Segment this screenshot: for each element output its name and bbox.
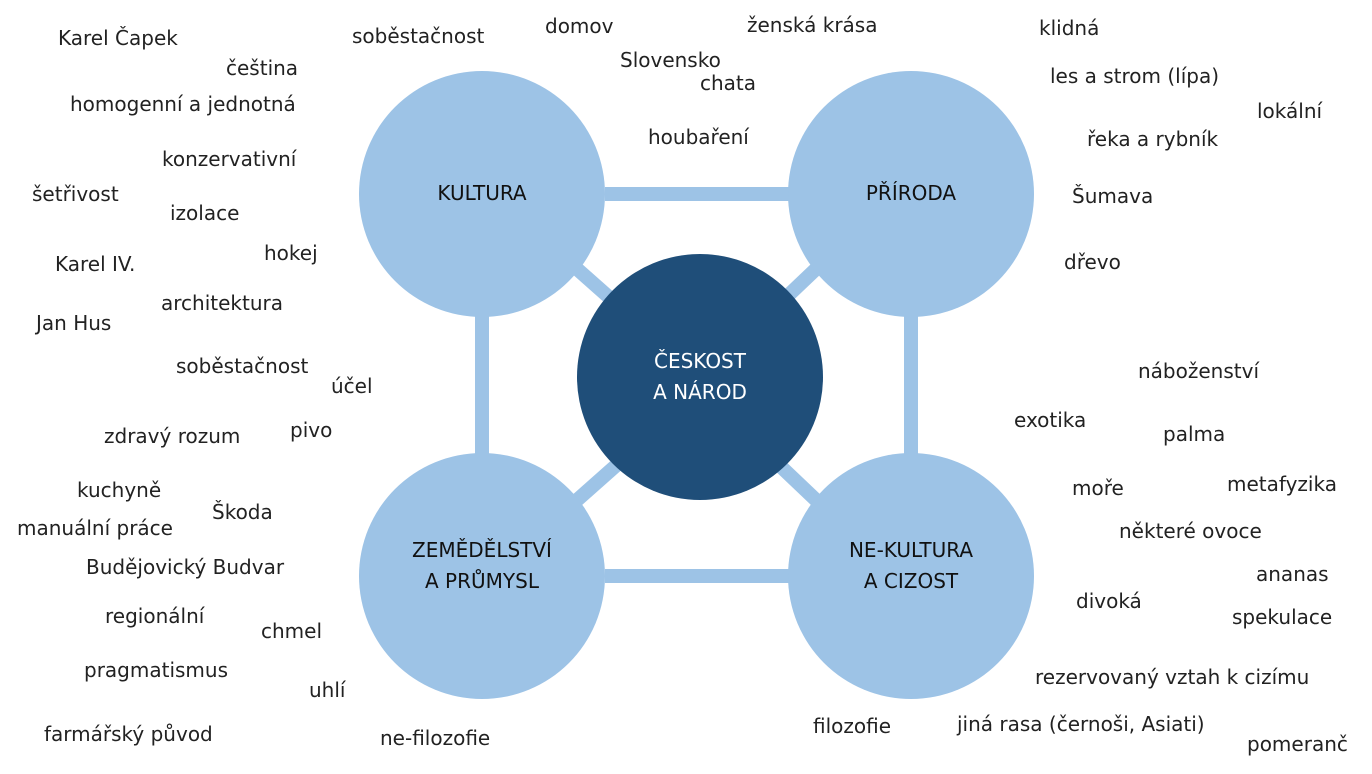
term-nabozenstvi: náboženství (1138, 359, 1259, 383)
term-izolace: izolace (170, 201, 240, 225)
label-kultura-line1: KULTURA (437, 181, 527, 205)
term-regionalni: regionální (105, 604, 205, 628)
label-nekultura-line2: A CIZOST (863, 569, 959, 593)
term-kuchyne: kuchyně (77, 478, 162, 502)
term-more: moře (1072, 476, 1124, 500)
term-setrivost: šetřivost (32, 182, 119, 206)
label-priroda: PŘÍRODA (786, 178, 1036, 209)
label-hub-line1: ČESKOST (654, 349, 746, 373)
circle-priroda (788, 71, 1034, 317)
connector-hub-nekultura (771, 456, 822, 507)
label-zemedelstvi-line1: ZEMĚDĚLSTVÍ (412, 538, 552, 562)
term-filozofie: filozofie (813, 714, 892, 738)
label-zemedelstvi: ZEMĚDĚLSTVÍ A PRŮMYSL (357, 535, 607, 597)
label-hub: ČESKOST A NÁROD (575, 346, 825, 408)
term-hokej: hokej (264, 241, 318, 265)
circle-nekultura (788, 453, 1034, 699)
label-hub-line2: A NÁROD (653, 380, 747, 404)
term-konzervativni: konzervativní (162, 147, 297, 171)
label-nekultura-line1: NE-KULTURA (848, 538, 974, 562)
circle-zemedelstvi (359, 453, 605, 699)
label-kultura: KULTURA (357, 178, 607, 209)
term-pomeranc: pomeranč (1247, 732, 1348, 756)
term-chmel: chmel (261, 619, 323, 643)
term-sumava: Šumava (1072, 184, 1154, 208)
term-manualni-prace: manuální práce (17, 516, 173, 540)
term-reka-a-rybnik: řeka a rybník (1087, 127, 1219, 151)
term-jina-rasa: jiná rasa (černoši, Asiati) (957, 712, 1205, 736)
term-uhli: uhlí (309, 678, 346, 702)
circle-kultura (359, 71, 605, 317)
circle-hub (577, 254, 823, 500)
term-houbareni: houbaření (648, 125, 749, 149)
term-farmarsky-puvod: farmářský původ (44, 722, 213, 746)
term-klidna: klidná (1039, 16, 1100, 40)
label-priroda-line1: PŘÍRODA (865, 181, 957, 205)
term-pivo: pivo (290, 418, 333, 442)
term-metafyzika: metafyzika (1227, 472, 1337, 496)
term-divoka: divoká (1076, 589, 1142, 613)
term-homogenni-a-jednotna: homogenní a jednotná (70, 92, 296, 116)
term-slovensko: Slovensko (620, 48, 721, 72)
term-lokalni: lokální (1257, 99, 1323, 123)
term-zdravy-rozum: zdravý rozum (104, 424, 241, 448)
term-exotika: exotika (1014, 408, 1087, 432)
term-karel-capek: Karel Čapek (58, 26, 178, 50)
term-drevo: dřevo (1064, 250, 1121, 274)
term-architektura: architektura (161, 291, 283, 315)
label-zemedelstvi-line2: A PRŮMYSL (425, 569, 539, 593)
term-sobestacnost-left: soběstačnost (176, 354, 309, 378)
term-budejovicky-budvar: Budějovický Budvar (86, 555, 285, 579)
connectors (475, 187, 918, 583)
term-skoda: Škoda (212, 500, 273, 524)
term-palma: palma (1163, 422, 1226, 446)
label-nekultura: NE-KULTURA A CIZOST (786, 535, 1036, 597)
term-rezervovany-vztah: rezervovaný vztah k cizímu (1035, 665, 1310, 689)
term-ucel: účel (331, 374, 373, 398)
term-karel-iv: Karel IV. (55, 252, 136, 276)
term-ananas: ananas (1256, 562, 1329, 586)
term-spekulace: spekulace (1232, 605, 1333, 629)
term-domov: domov (545, 14, 614, 38)
term-chata: chata (700, 71, 757, 95)
term-les-a-strom: les a strom (lípa) (1050, 64, 1220, 88)
term-zenska-krasa: ženská krása (747, 13, 878, 37)
term-jan-hus: Jan Hus (36, 311, 112, 335)
connector-hub-zemedelstvi (571, 456, 625, 507)
term-pragmatismus: pragmatismus (84, 658, 229, 682)
term-nektere-ovoce: některé ovoce (1119, 519, 1262, 543)
term-sobestacnost-top: soběstačnost (352, 24, 485, 48)
term-ne-filozofie: ne-filozofie (380, 726, 491, 750)
term-cestina: čeština (226, 56, 299, 80)
